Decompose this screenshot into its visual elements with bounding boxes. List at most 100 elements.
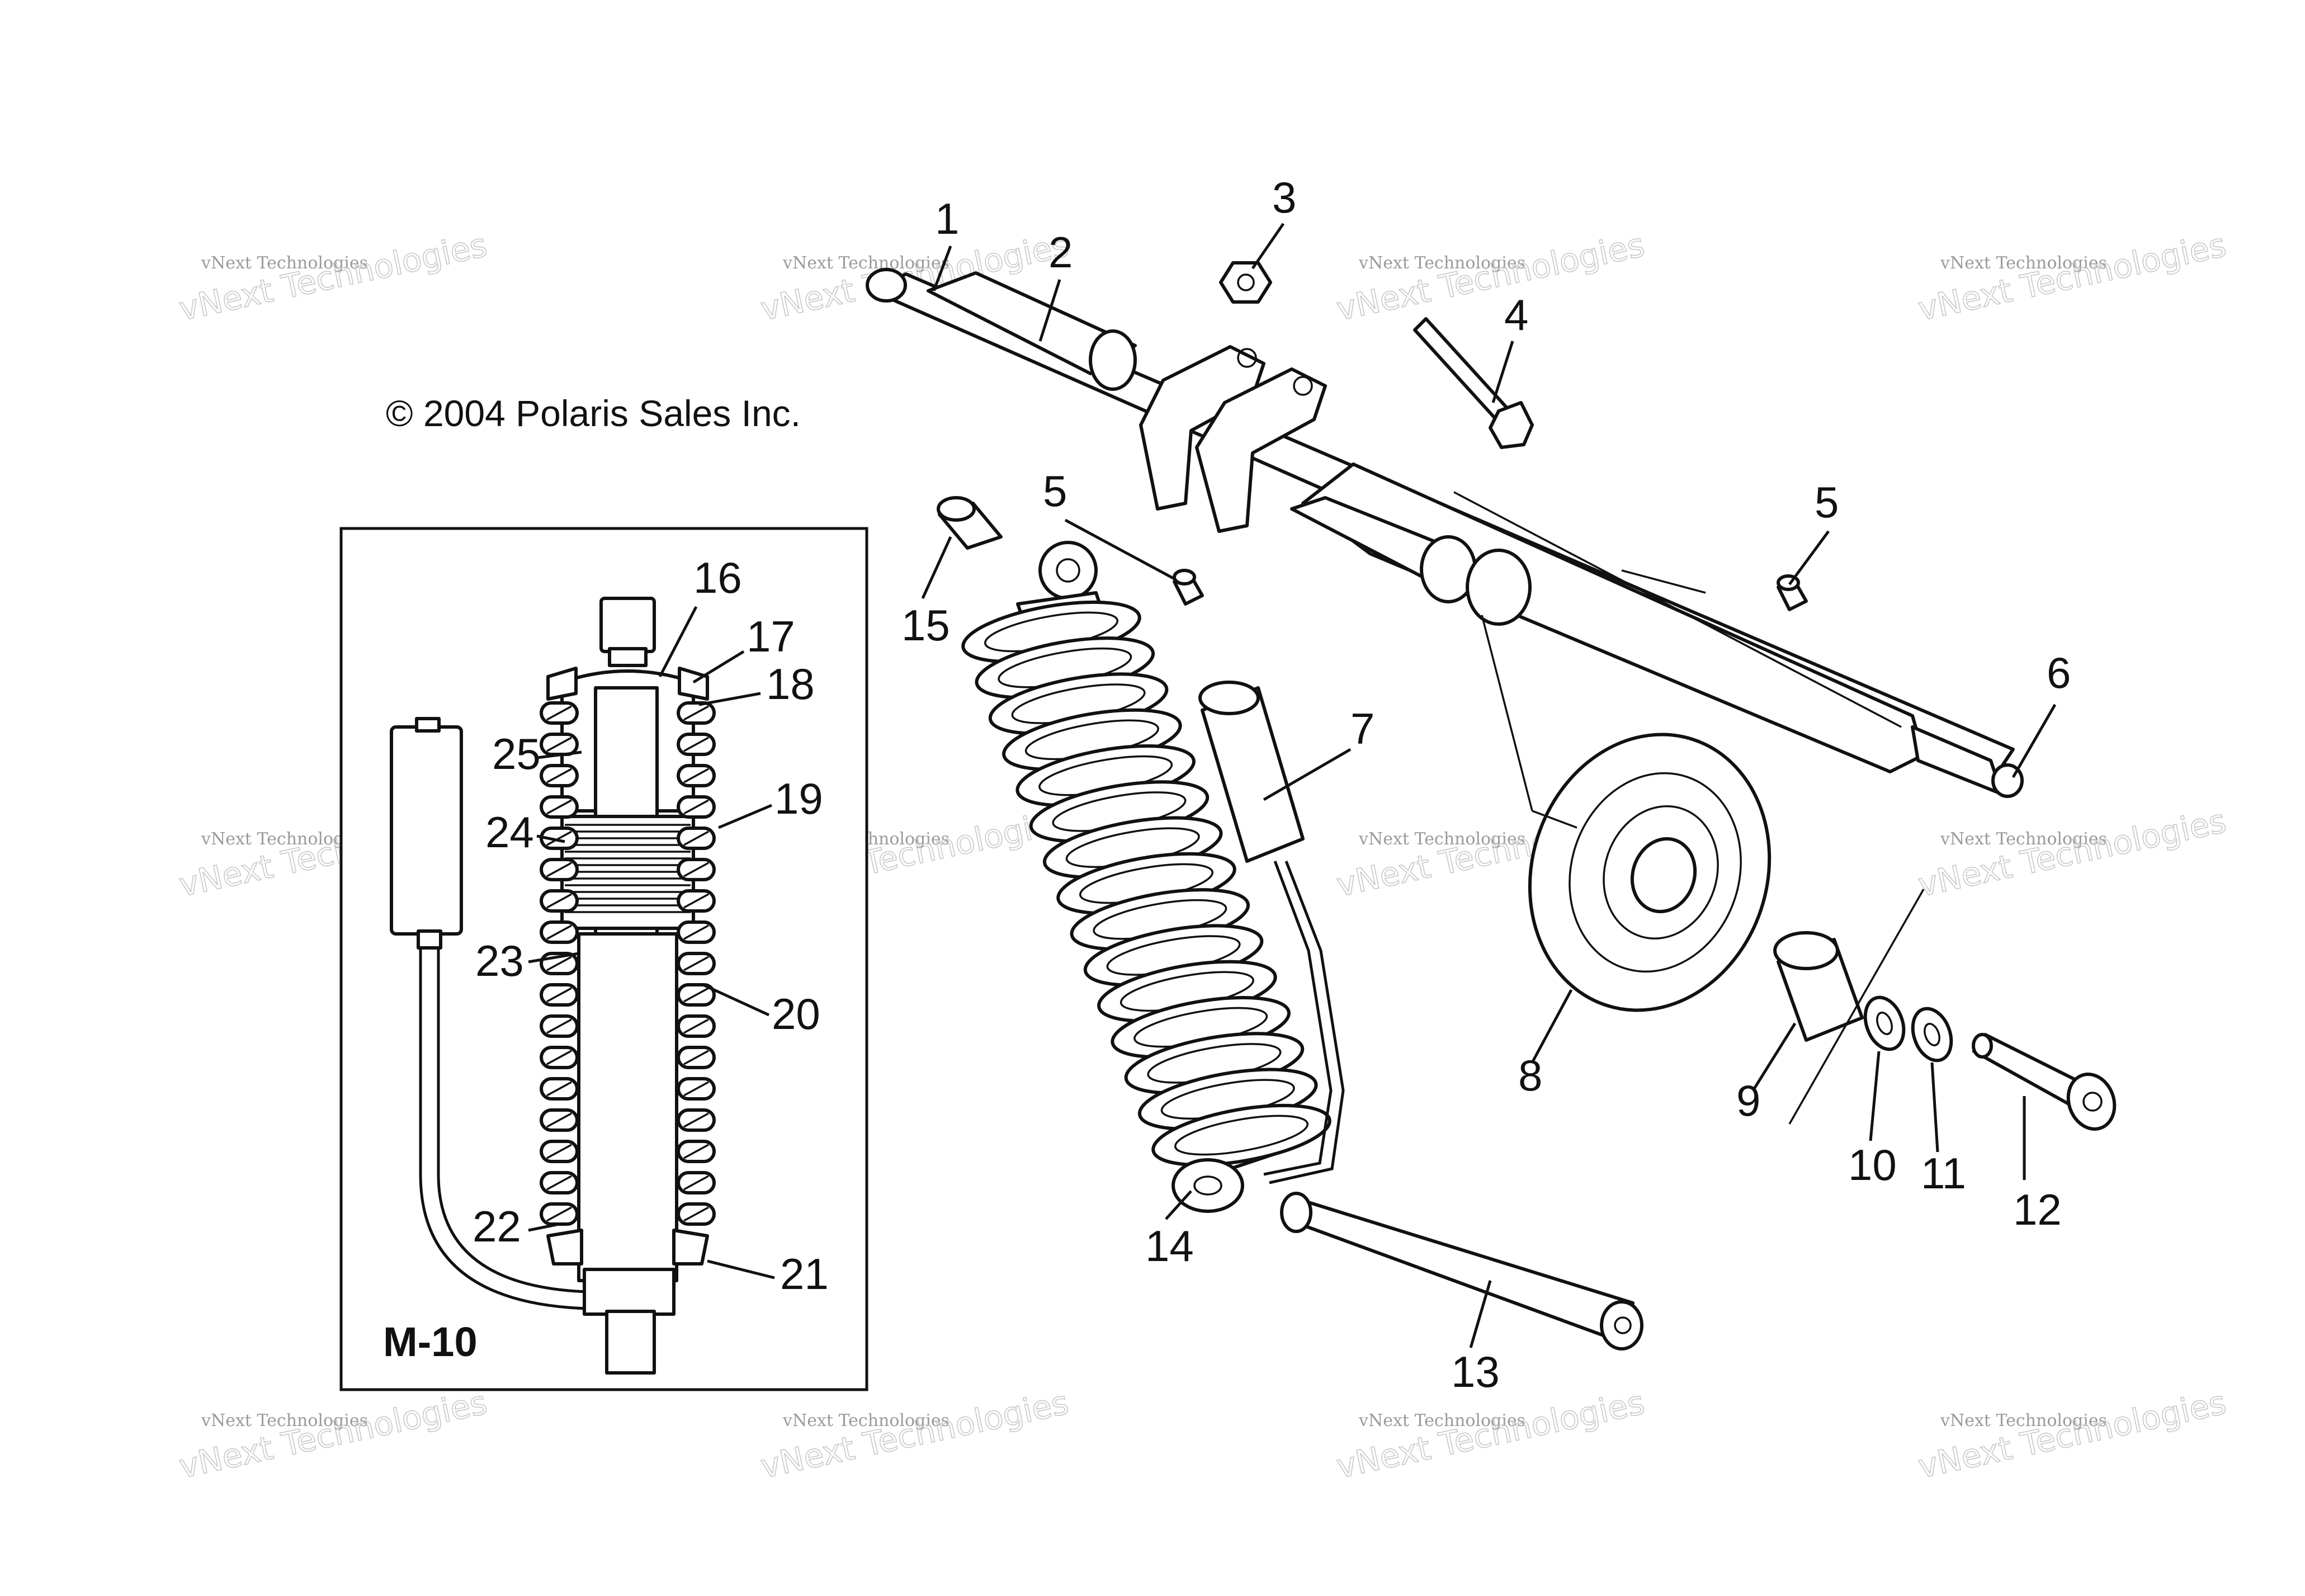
watermark-line2: vNext Technologies (757, 1383, 1071, 1486)
inset-hose-edge (437, 948, 610, 1293)
inset-coil-hatch (546, 1175, 572, 1191)
reservoir-hose-edge (1269, 861, 1345, 1184)
alignment-line (1788, 889, 1925, 1125)
bolt-part-4 (1413, 317, 1534, 449)
inset-lower-eye (605, 1310, 656, 1375)
inset-coil-hatch (683, 799, 709, 815)
watermark-line1: vNext Technologies (1358, 253, 1525, 273)
callout-c24: 24 (485, 808, 534, 857)
inset-lower-spring-seat-left (546, 1229, 583, 1266)
watermark-line2: vNext Technologies (176, 1383, 490, 1486)
spring-coil (1151, 1103, 1331, 1167)
sleeve-ring (1089, 329, 1137, 391)
watermark-line1: vNext Technologies (1358, 829, 1525, 849)
callout-c18: 18 (766, 659, 815, 709)
inset-coil-hatch (546, 987, 572, 1003)
inset-coil-hatch (683, 1050, 709, 1065)
inset-coil-hatch (546, 705, 572, 721)
mount-bracket-right (1195, 367, 1327, 533)
inset-coil-hatch (683, 924, 709, 940)
callout-c21: 21 (780, 1249, 829, 1298)
callout-c6: 6 (2047, 648, 2071, 697)
inset-coil-hatch (683, 862, 709, 877)
leader-line-c10 (1869, 1051, 1881, 1141)
watermark-line1: vNext Technologies (1940, 829, 2107, 849)
inset-coil-spring-section (540, 701, 716, 1226)
inset-coil-hatch (683, 736, 709, 752)
inset-coil-hatch (546, 1112, 572, 1128)
washer-part-11 (1911, 1007, 1953, 1063)
shock-top-eye (1038, 541, 1098, 600)
inset-upper-spring-seat-right (678, 667, 709, 701)
inset-coil-hatch (546, 893, 572, 909)
inset-lower-spring-seat-right (672, 1229, 709, 1266)
callout-c8: 8 (1518, 1051, 1542, 1100)
watermark-line2: vNext Technologies (1915, 1383, 2229, 1486)
bracket-hole (1293, 376, 1313, 396)
inset-coil-hatch (546, 862, 572, 877)
leader-line-c17 (692, 650, 745, 684)
callout-c13: 13 (1451, 1347, 1500, 1396)
inset-coil-hatch (546, 736, 572, 752)
lower-shaft-part-13 (1280, 1192, 1643, 1351)
callout-c17: 17 (747, 612, 795, 661)
inset-m10: M-10 (339, 527, 868, 1391)
watermark-line2: vNext Technologies (1915, 802, 2229, 904)
spring-coil-inner (1174, 1115, 1309, 1156)
shock-absorber-assembly (961, 541, 1345, 1213)
watermark-line1: vNext Technologies (201, 253, 368, 273)
callout-c22: 22 (473, 1202, 521, 1251)
inset-coil-hatch (683, 1081, 709, 1097)
inset-coil-hatch (546, 799, 572, 815)
callout-c25: 25 (492, 729, 541, 778)
callout-c10: 10 (1848, 1140, 1897, 1189)
inset-top-mount (599, 597, 656, 653)
inset-coil-hatch (683, 893, 709, 909)
bushing-part-15 (937, 496, 1003, 550)
callout-c7: 7 (1350, 704, 1375, 753)
reservoir-hose (1263, 861, 1333, 1176)
watermark-line1: vNext Technologies (782, 1411, 950, 1430)
inset-coil-hatch (683, 1175, 709, 1191)
callout-leader-lines (528, 223, 2057, 1348)
leader-line-c15 (921, 536, 952, 599)
callout-c14: 14 (1145, 1221, 1194, 1271)
leader-line-c23 (528, 952, 579, 964)
shock-coil-spring (961, 600, 1331, 1167)
inset-label: M-10 (383, 1319, 478, 1365)
callout-c5a: 5 (1043, 466, 1067, 516)
arm-weld-line (1621, 569, 1706, 594)
inset-coil-hatch (546, 1081, 572, 1097)
inset-upper-spring-seat-left (546, 667, 578, 701)
leader-line-c24 (536, 834, 565, 843)
inset-coil-hatch (683, 830, 709, 846)
inset-damper-body (577, 932, 678, 1282)
axle-end-cap (866, 268, 907, 303)
watermark-line1: vNext Technologies (1940, 1411, 2107, 1430)
callout-c23: 23 (475, 936, 524, 985)
watermark-line2: vNext Technologies (1333, 1383, 1647, 1486)
callout-c3: 3 (1272, 173, 1296, 222)
copyright-text: © 2004 Polaris Sales Inc. (386, 393, 801, 434)
watermark-line1: vNext Technologies (201, 1411, 368, 1430)
callout-c15: 15 (901, 601, 950, 650)
watermark-line2: vNext Technologies (176, 226, 490, 328)
leader-line-c13 (1469, 1280, 1492, 1348)
callout-c9: 9 (1736, 1076, 1760, 1125)
inset-lower-mount (583, 1268, 676, 1316)
leader-line-c18 (698, 692, 761, 706)
leader-line-c9 (1751, 1022, 1797, 1092)
leader-line-c25 (536, 750, 582, 759)
nut-part-3 (1219, 261, 1272, 304)
leader-line-c4 (1491, 341, 1514, 403)
callout-c2: 2 (1048, 228, 1073, 277)
leader-line-c20 (701, 983, 770, 1017)
inset-coil-hatch (546, 1206, 572, 1222)
idler-wheel-part-8 (1481, 615, 1772, 1012)
